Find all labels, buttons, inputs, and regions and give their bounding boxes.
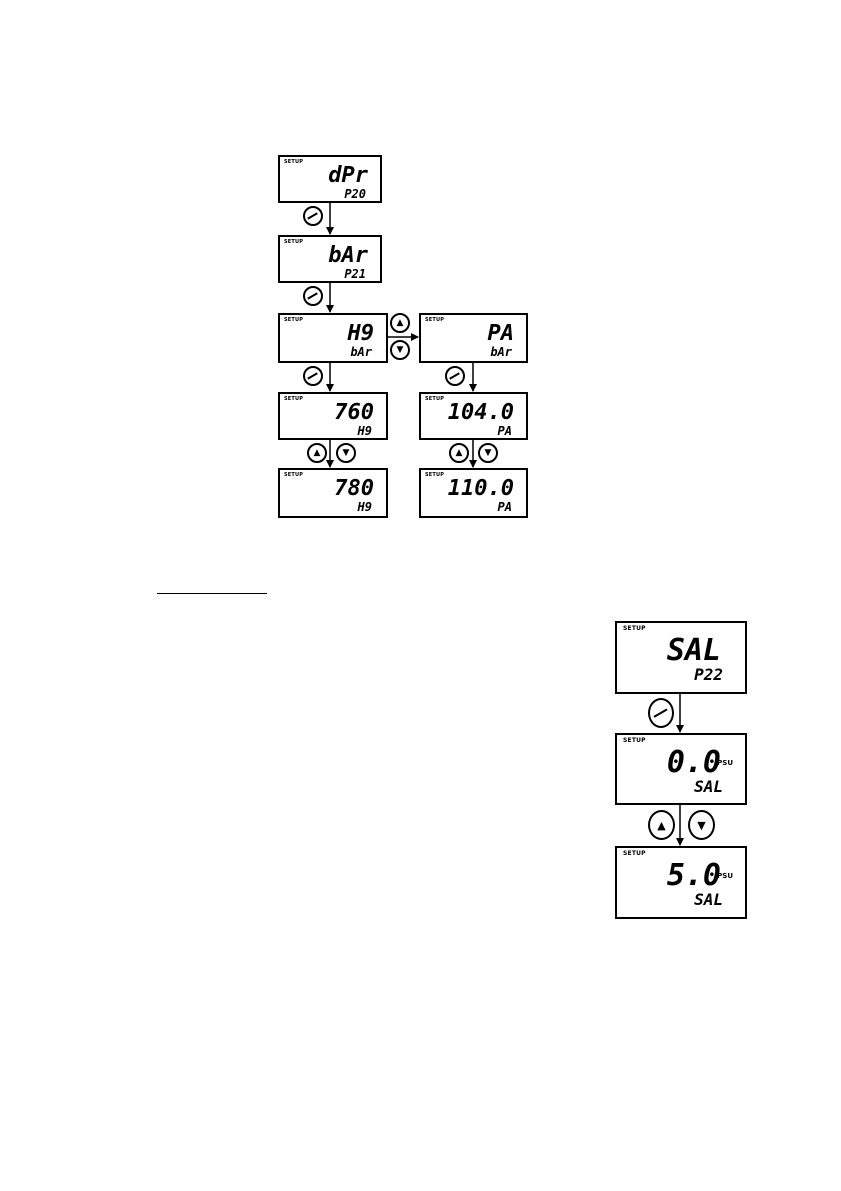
setup-indicator: SETUP bbox=[284, 396, 303, 402]
lcd-main-reading: 780 bbox=[334, 476, 374, 501]
lcd-main-reading: 0.0 bbox=[667, 745, 721, 780]
setup-indicator: SETUP bbox=[623, 737, 646, 744]
down-button-icon: ▼ bbox=[478, 443, 498, 463]
setup-indicator: SETUP bbox=[623, 850, 646, 857]
lcd-sub-reading: bAr bbox=[490, 345, 512, 359]
setup-indicator: SETUP bbox=[284, 317, 303, 323]
down-button-icon: ▼ bbox=[390, 340, 410, 360]
lcd-sub-reading: PA bbox=[498, 424, 512, 438]
up-button-icon: ▲ bbox=[390, 313, 410, 333]
lcd-sub-reading: SAL bbox=[694, 890, 723, 909]
enter-button-icon bbox=[445, 366, 465, 386]
lcd-screen-p21: SETUP bAr P21 bbox=[278, 235, 382, 283]
lcd-screen-hg-unit: SETUP H9 bAr bbox=[278, 313, 388, 363]
lcd-screen-salinity-value: SETUP 0.0 PSU SAL bbox=[615, 733, 747, 805]
lcd-screen-p20: SETUP dPr P20 bbox=[278, 155, 382, 203]
section-underline bbox=[157, 593, 267, 594]
lcd-sub-reading: PA bbox=[498, 500, 512, 514]
lcd-screen-hg-value: SETUP 760 H9 bbox=[278, 392, 388, 440]
enter-button-icon bbox=[303, 286, 323, 306]
enter-button-icon bbox=[648, 698, 674, 728]
setup-indicator: SETUP bbox=[425, 396, 444, 402]
lcd-main-reading: 760 bbox=[334, 400, 374, 425]
setup-indicator: SETUP bbox=[425, 472, 444, 478]
up-button-icon: ▲ bbox=[648, 810, 675, 840]
enter-button-icon bbox=[303, 206, 323, 226]
down-button-icon: ▼ bbox=[336, 443, 356, 463]
lcd-sub-reading: P20 bbox=[344, 187, 366, 201]
setup-indicator: SETUP bbox=[284, 239, 303, 245]
lcd-main-reading: 110.0 bbox=[448, 476, 514, 501]
lcd-sub-reading: bAr bbox=[350, 345, 372, 359]
lcd-sub-reading: P22 bbox=[694, 665, 723, 684]
up-button-icon: ▲ bbox=[449, 443, 469, 463]
up-button-icon: ▲ bbox=[307, 443, 327, 463]
lcd-main-reading: 104.0 bbox=[448, 400, 514, 425]
setup-indicator: SETUP bbox=[284, 472, 303, 478]
lcd-screen-pa-unit: SETUP PA bAr bbox=[419, 313, 528, 363]
down-button-icon: ▼ bbox=[688, 810, 715, 840]
lcd-sub-reading: P21 bbox=[344, 267, 366, 281]
lcd-screen-pa-value: SETUP 104.0 PA bbox=[419, 392, 528, 440]
lcd-screen-p22: SETUP SAL P22 bbox=[615, 621, 747, 694]
lcd-sub-reading: H9 bbox=[358, 424, 372, 438]
lcd-main-reading: PA bbox=[488, 321, 515, 346]
lcd-unit-label: PSU bbox=[717, 872, 733, 880]
lcd-main-reading: SAL bbox=[667, 633, 721, 668]
lcd-screen-salinity-adjusted: SETUP 5.0 PSU SAL bbox=[615, 846, 747, 919]
lcd-sub-reading: H9 bbox=[358, 500, 372, 514]
lcd-screen-hg-adjusted: SETUP 780 H9 bbox=[278, 468, 388, 518]
lcd-main-reading: bAr bbox=[328, 243, 368, 268]
lcd-sub-reading: SAL bbox=[694, 777, 723, 796]
enter-button-icon bbox=[303, 366, 323, 386]
setup-indicator: SETUP bbox=[284, 159, 303, 165]
lcd-unit-label: PSU bbox=[717, 759, 733, 767]
lcd-main-reading: dPr bbox=[328, 163, 368, 188]
lcd-main-reading: H9 bbox=[348, 321, 375, 346]
lcd-main-reading: 5.0 bbox=[667, 858, 721, 893]
setup-indicator: SETUP bbox=[425, 317, 444, 323]
lcd-screen-pa-adjusted: SETUP 110.0 PA bbox=[419, 468, 528, 518]
setup-indicator: SETUP bbox=[623, 625, 646, 632]
